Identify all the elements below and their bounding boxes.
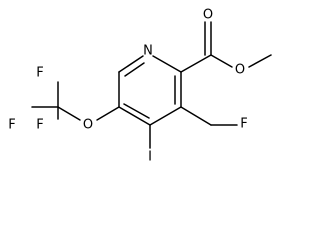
bond-c2-carbonyl xyxy=(180,54,212,73)
atom-label-n: N xyxy=(143,44,153,59)
bond-carbonyl-oester xyxy=(210,54,233,68)
atom-label-o-ether: O xyxy=(83,118,93,133)
bond-oester-methyl xyxy=(248,54,272,68)
atom-label-o-carbonyl: O xyxy=(203,8,213,23)
atom-label-o-ester: O xyxy=(235,63,245,78)
bond-c6-n xyxy=(118,55,144,73)
bond-c4-c5 xyxy=(118,106,151,126)
bond-o-cf3 xyxy=(57,106,81,121)
atom-label-f-cf3-bottom: F xyxy=(36,118,43,133)
bond-c3-ch2 xyxy=(180,106,212,126)
methyl-ester-group xyxy=(180,21,272,73)
pyridine-ring xyxy=(118,55,182,126)
bond-c6-n-inner xyxy=(124,62,145,77)
chemical-structure: N O O F I O F F F xyxy=(8,8,272,165)
atom-label-f-fluoromethyl: F xyxy=(240,117,247,132)
atom-label-i: I xyxy=(148,150,152,165)
trifluoromethoxy-group xyxy=(31,81,120,121)
atom-label-f-cf3-top: F xyxy=(36,66,43,81)
fluoromethyl-group xyxy=(180,106,238,126)
bond-c3-c4 xyxy=(149,106,182,126)
bond-c4-c5-inner xyxy=(123,103,150,119)
bond-c5-o xyxy=(96,106,120,121)
atom-label-f-cf3-left: F xyxy=(8,118,15,133)
bond-n-c2 xyxy=(152,55,182,73)
